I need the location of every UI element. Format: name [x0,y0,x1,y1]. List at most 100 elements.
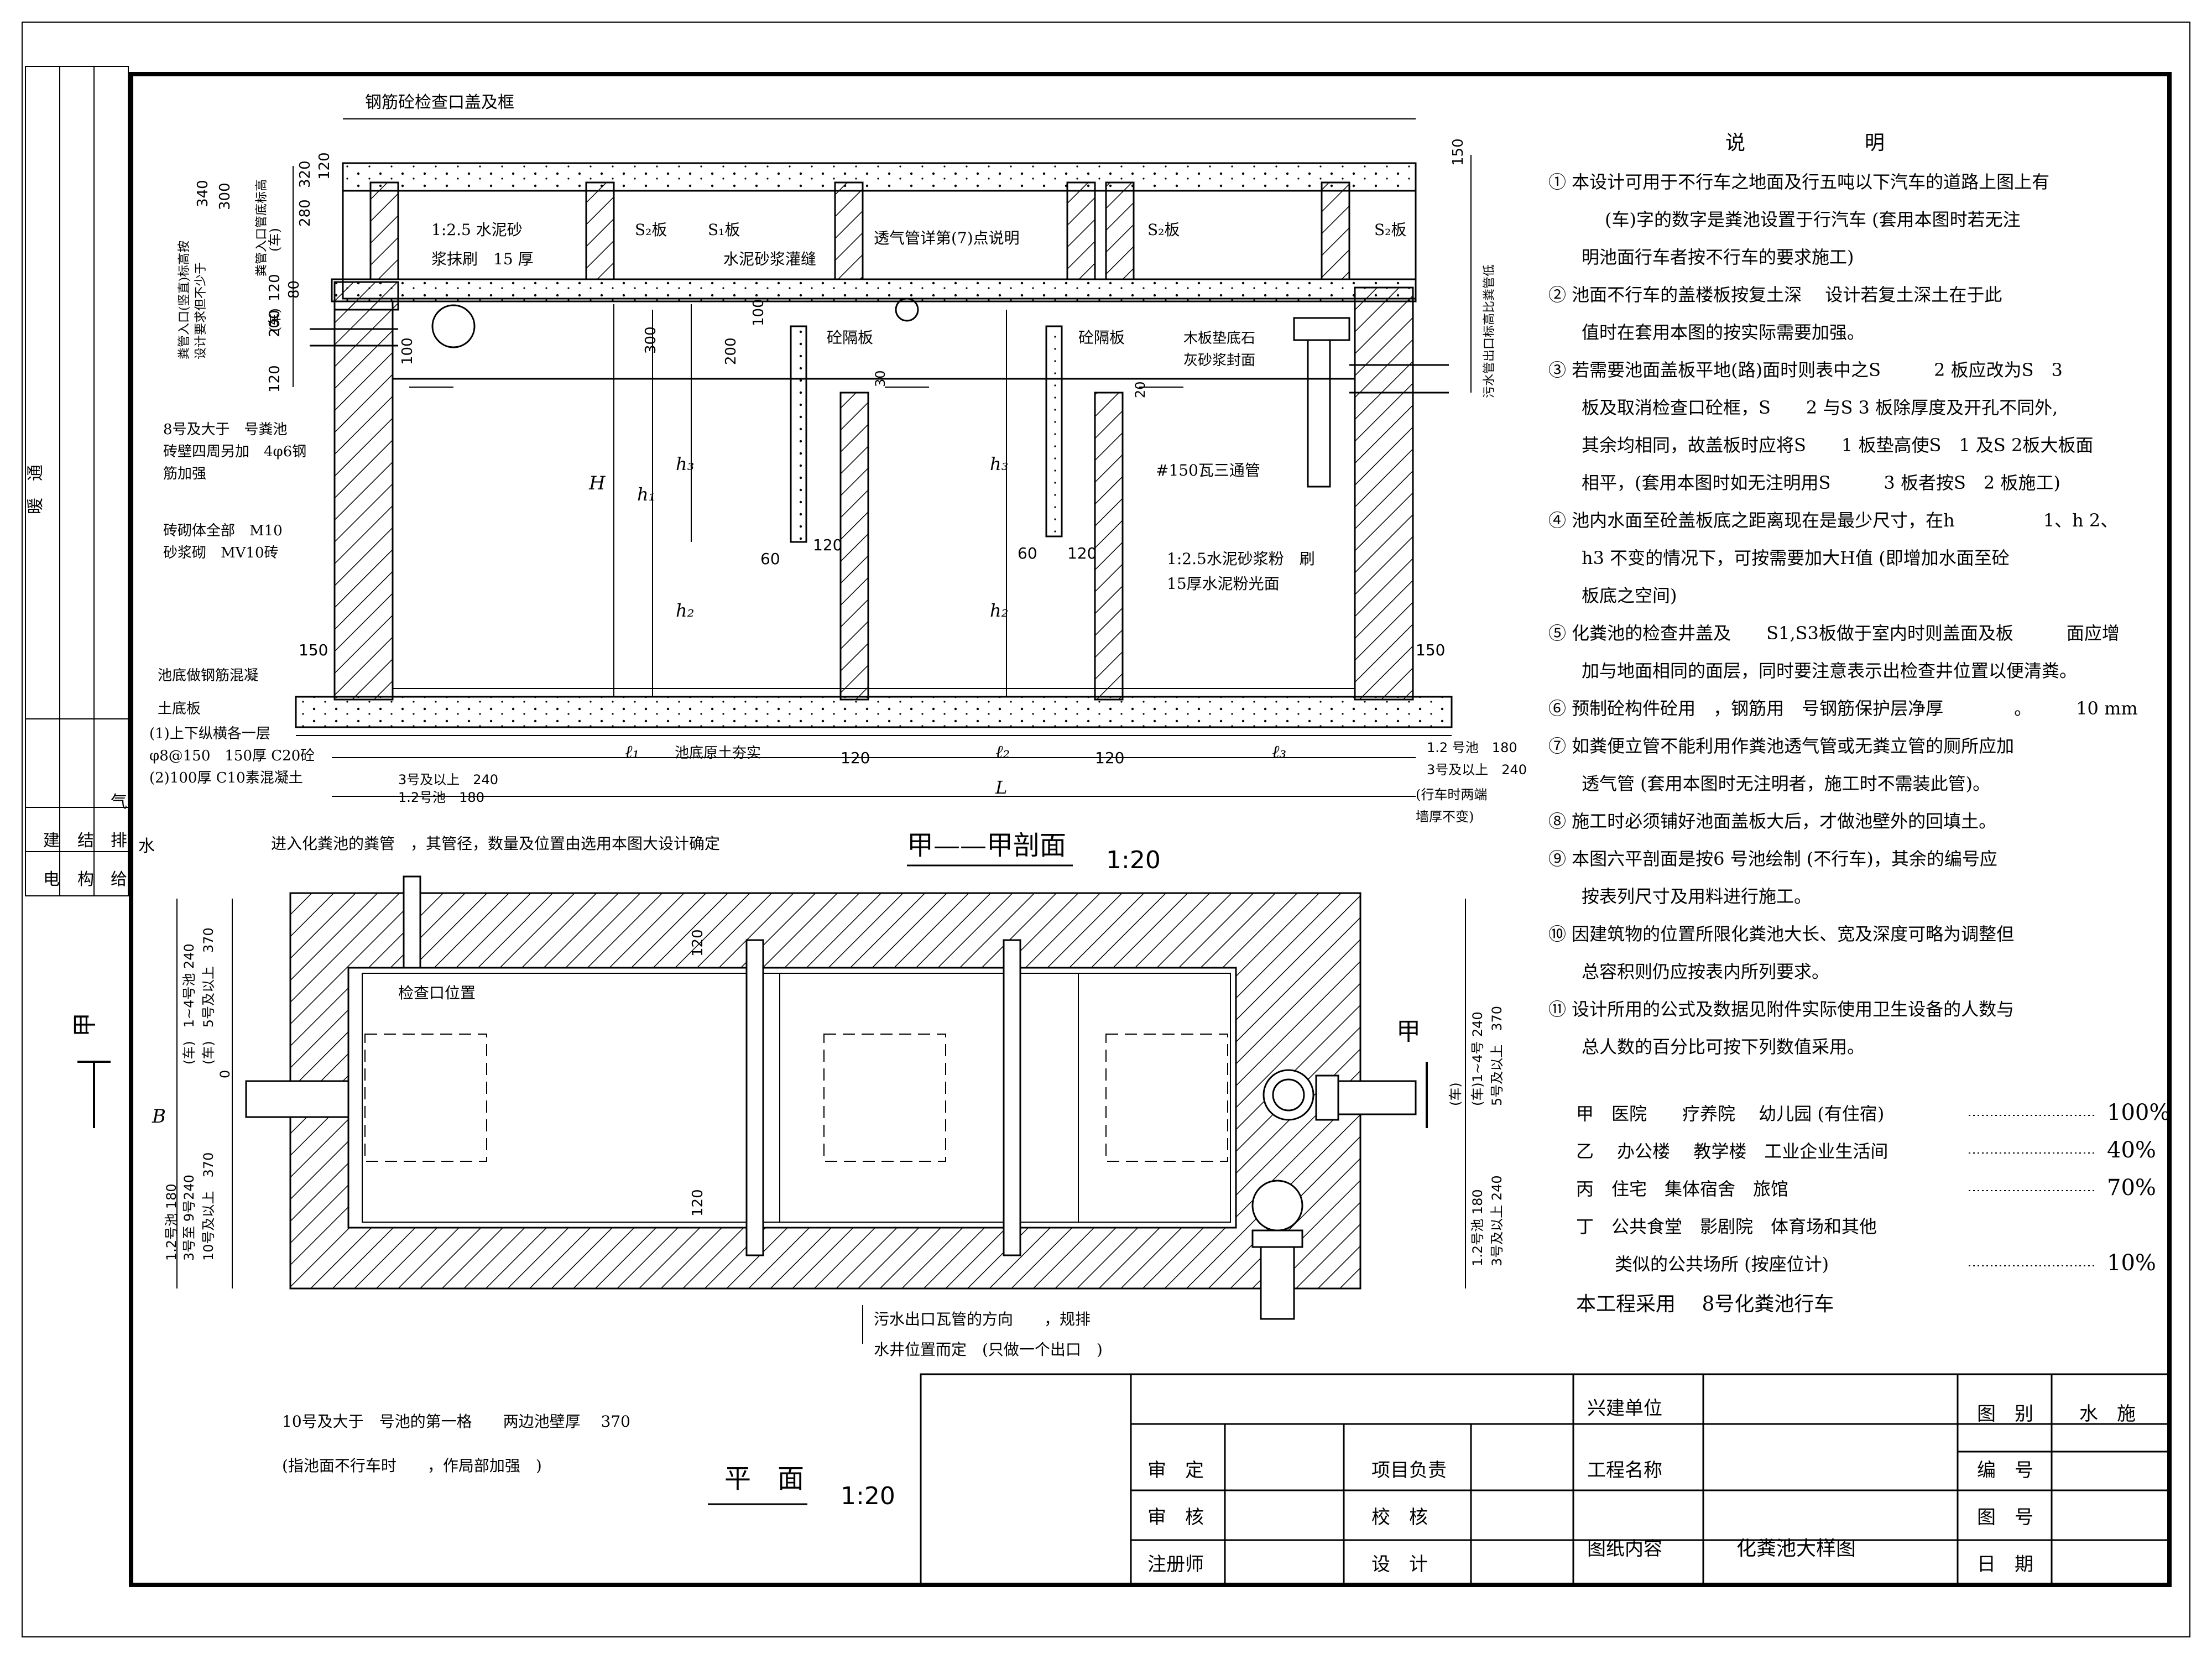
dim-text: 3号及以上 240 [398,772,498,787]
table-row-pct: 10% [2107,1250,2156,1276]
note-line: ⑥ 预制砼构件砼用 ，钢筋用 号钢筋保护层净厚 。 10 mm [1548,698,2138,719]
plan-note: (指池面不行车时 ，作局部加强 ) [282,1457,542,1475]
title-block [920,1373,2171,1586]
tb-label: 审 定 [1147,1459,1204,1481]
dim-text: L [995,777,1007,798]
dim-text: 60 [760,550,780,568]
label-plaster: 15厚水泥粉光面 [1167,575,1280,593]
section-title: 甲——甲剖面 [907,830,1066,861]
dim-text: 300 [643,326,659,354]
label-mortar: 1:2.5 水泥砂 [431,221,523,239]
table-row-pct: 70% [2107,1175,2156,1201]
label-brick: 砖砌体全部 M10 [163,523,283,539]
note-line: ⑪ 设计所用的公式及数据见附件实际使用卫生设备的人数与 [1548,999,2014,1020]
tb-label: 日 期 [1977,1553,2033,1575]
dim-text: 10号及以上 370 [201,1152,216,1261]
label-rebar: 8号及大于 号粪池 [163,421,288,438]
note-line: 加与地面相同的面层，同时要注意表示出检查井位置以便清粪。 [1582,660,2077,681]
plan-outlet: 水井位置而定 (只做一个出口 ) [874,1340,1103,1359]
dim-text: (车) [1448,1082,1463,1106]
plan-note: 10号及大于 号池的第一格 两边池壁厚 370 [282,1412,630,1431]
dim-text: 80 [286,280,302,299]
table-row-name: 丁 公共食堂 影剧院 体育场和其他 [1576,1216,1877,1237]
label-right-vertical: 污水管出口标高比粪管低 [1483,264,1496,398]
dim-text: 120 [690,1189,706,1217]
notes-heading: 说 明 [1725,132,1885,154]
dim-text: h₃ [990,453,1008,474]
left-strip-item: 水 [138,837,155,856]
table-row-name: 类似的公共场所 (按座位计) [1615,1254,1829,1275]
dim-text: 100 [750,299,767,326]
left-strip-item: 构 [77,870,94,889]
label-rebar: 砖壁四周另加 4φ6钢 [163,444,306,460]
note-line: 板底之空间) [1582,585,1677,606]
note-line: ⑨ 本图六平剖面是按6 号池绘制 (不行车)，其余的编号应 [1548,848,1997,869]
label-partition: 砼隔板 [1078,328,1125,347]
dim-text: 1.2号池 180 [398,790,484,805]
label-slab: φ8@150 150厚 C20砼 [149,748,315,764]
dim-text: 120 [267,365,283,393]
note-line: 其余均相同，故盖板时应将S 1 板垫高使S 1 及S 2板大板面 [1582,435,2093,456]
dim-text: 120 [267,274,283,301]
tb-label: 设 计 [1371,1553,1428,1575]
tb-label: 注册师 [1147,1553,1204,1575]
tb-value: 水 施 [2079,1403,2136,1425]
label-s2: S₂板 [1147,221,1180,239]
dim-text: 0 [217,1070,233,1078]
label-partition: 砼隔板 [827,328,873,347]
label-plaster: 1:2.5水泥砂浆粉 刷 [1167,550,1315,568]
label-left-vertical: 粪管入口(竖直)标高按 [178,241,191,359]
dim-text: 60 [1018,544,1037,562]
dim-text: 1.2 号池 180 [1427,740,1517,755]
tb-label: 图纸内容 [1587,1538,1662,1560]
dim-text: (车) 1~4号池 240 [181,943,197,1065]
note-line: 总人数的百分比可按下列数值采用。 [1582,1036,1865,1057]
notes-final: 本工程采用 8号化粪池行车 [1576,1293,1834,1316]
label-left-vertical: 粪管入口管底标高 [255,179,269,276]
left-strip-item: 电 [43,870,60,889]
dim-text: 150 [1416,641,1445,659]
tb-label: 编 号 [1977,1459,2033,1481]
dim-text: 120 [1067,544,1097,562]
section-top-title: 钢筋砼检查口盖及框 [365,93,514,112]
dim-text: h₂ [990,600,1008,621]
note-line: 明池面行车者按不行车的要求施工) [1582,247,1854,268]
table-row-pct: 100% [2107,1100,2170,1125]
dim-text: ℓ₃ [1272,741,1286,762]
label-slab: (1)上下纵横各一层 [149,726,270,742]
dim-text: 150 [299,641,328,659]
tb-label: 审 核 [1147,1506,1204,1528]
plan-drawing [77,875,1466,1344]
dim-text: 5号及以上 370 [1489,1006,1505,1106]
dim-text: ℓ₂ [995,741,1010,762]
label-s2: S₂板 [1374,221,1406,239]
plan-scale: 1:20 [841,1482,895,1510]
table-row-pct: 40% [2107,1138,2156,1163]
dim-text: 200 [267,310,283,337]
dim-text: 320 [297,160,314,188]
dim-text: 280 [297,199,314,227]
label-pipe150: #150瓦三通管 [1156,461,1260,479]
tb-label: 兴建单位 [1587,1397,1662,1420]
dim-text: (车)1~4号 240 [1470,1011,1485,1106]
note-line: ③ 若需要池面盖板平地(路)面时则表中之S 2 板应改为S 3 [1548,359,2063,380]
label-soil: 池底原土夯实 [675,745,761,761]
dim-text: (车) 5号及以上 370 [201,927,216,1065]
dim-text: 1.2号池 180 [164,1183,179,1261]
dim-text: 100 [399,337,416,365]
note-line: ⑧ 施工时必须铺好池面盖板大后，才做池壁外的回填土。 [1548,811,1996,832]
dim-text: h₁ [637,484,655,505]
left-strip [25,66,129,896]
dim-text: H [588,472,606,494]
dim-text: (行车时两端 [1416,787,1487,802]
label-slab: (2)100厚 C10素混凝土 [149,770,303,786]
label-vent: 透气管详第(7)点说明 [874,229,1020,247]
note-line: 按表列尺寸及用料进行施工。 [1582,886,1812,907]
label-slab: 池底做钢筋混凝 [158,667,258,684]
tb-value: 化粪池大样图 [1736,1537,1856,1560]
note-line: 板及取消检查口砼框，S 2 与S 3 板除厚度及开孔不同外, [1582,397,2058,418]
left-strip-item: 结 [77,831,94,851]
note-line: h3 不变的情况下，可按需要加大H值 (即增加水面至砼 [1582,547,2010,568]
